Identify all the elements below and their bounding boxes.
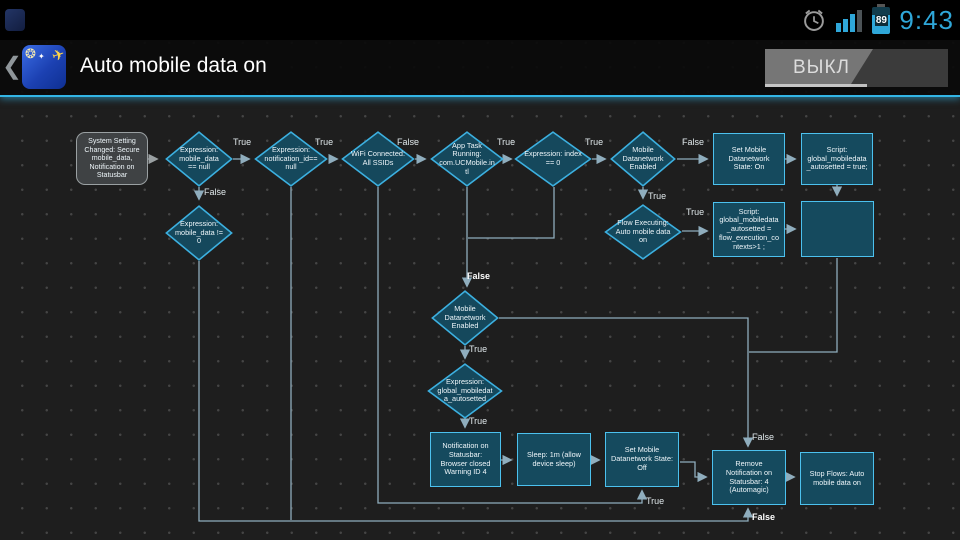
edge-label: True [686,207,705,217]
edge-label: False [752,432,775,442]
edge-label: False [467,271,491,281]
flow-node-expression-global-mobiledata-autosetted[interactable]: Expression: global_mobiledata_autosetted [427,363,503,419]
flow-node-app-task-running[interactable]: App Task Running: com.UCMobile.intl [430,131,504,187]
edge-label: True [469,416,488,426]
status-bar-right: 89 9:43 [801,0,954,40]
edge-label: True [315,137,334,147]
flow-node-script-autosetted-true[interactable]: Script: global_mobiledata_autosetted = t… [801,133,873,185]
edge-label: True [646,496,665,506]
flow-node-stop-flows[interactable]: Stop Flows: Auto mobile data on [800,452,874,505]
battery-percent: 89 [874,14,888,26]
flow-node-sleep[interactable]: Sleep: 1m (allow device sleep) [517,433,591,486]
edge-label: True [469,344,488,354]
signal-strength-icon [836,8,863,32]
clock-time: 9:43 [899,4,954,35]
status-bar: 89 9:43 [0,0,960,40]
toggle-underline [765,84,868,87]
flow-node-wifi-connected[interactable]: WiFi Connected: All SSIDs [341,131,415,187]
flow-node-script-flow-execution-contexts[interactable]: Script: global_mobiledata_autosetted = f… [713,202,785,257]
flow-node-expression-notification-id-null[interactable]: Expression: notification_id==null [254,131,328,187]
flow-node-trigger-system-setting-changed[interactable]: System Setting Changed: Secure mobile_da… [76,132,148,185]
flow-node-flow-executing[interactable]: Flow Executing: Auto mobile data on [604,204,682,260]
battery-icon: 89 [872,3,891,34]
flow-node-remove-notification[interactable]: Remove Notification on Statusbar: 4 (Aut… [712,450,786,505]
plane-icon: ✈ [50,45,66,66]
action-bar: ❮ ❂ ✈ ✦ Auto mobile data on ВЫКЛ [0,40,960,97]
flow-node-empty-action[interactable] [801,201,874,257]
page-title: Auto mobile data on [80,54,267,77]
magic-wand-icon [22,69,29,89]
flow-node-expression-mobile-data-null[interactable]: Expression: mobile_data == null [165,131,233,187]
sun-icon: ❂ [25,46,36,61]
edge-label: True [497,137,516,147]
edge-label: False [682,137,705,147]
back-icon[interactable]: ❮ [2,53,23,80]
flow-node-set-mobile-data-off[interactable]: Set Mobile Datanetwork State: Off [605,432,679,487]
flow-node-expression-index-0[interactable]: Expression: index == 0 [514,131,592,187]
app-icon[interactable]: ❂ ✈ ✦ [22,45,66,89]
edge-label: True [233,137,252,147]
flow-node-expression-mobile-data-not-0[interactable]: Expression: mobile_data != 0 [165,205,233,261]
toggle-label: ВЫКЛ [793,57,851,78]
edge-label: True [585,137,604,147]
edge-label: False [752,512,776,522]
alarm-clock-icon [804,9,825,31]
edge-label: False [397,137,420,147]
flow-node-mobile-datanetwork-enabled-top[interactable]: Mobile Datanetwork Enabled [610,131,676,187]
flow-enabled-toggle[interactable]: ВЫКЛ [765,49,948,87]
edge-label: False [204,187,227,197]
automagic-notification-icon [5,9,25,31]
flow-node-mobile-datanetwork-enabled-middle[interactable]: Mobile Datanetwork Enabled [431,290,499,346]
flow-node-set-mobile-data-on[interactable]: Set Mobile Datanetwork State: On [713,133,785,185]
sparkle-icon: ✦ [38,52,45,61]
edge-label: True [648,191,667,201]
flow-node-notification-on-statusbar[interactable]: Notification on Statusbar: Browser close… [430,432,501,487]
